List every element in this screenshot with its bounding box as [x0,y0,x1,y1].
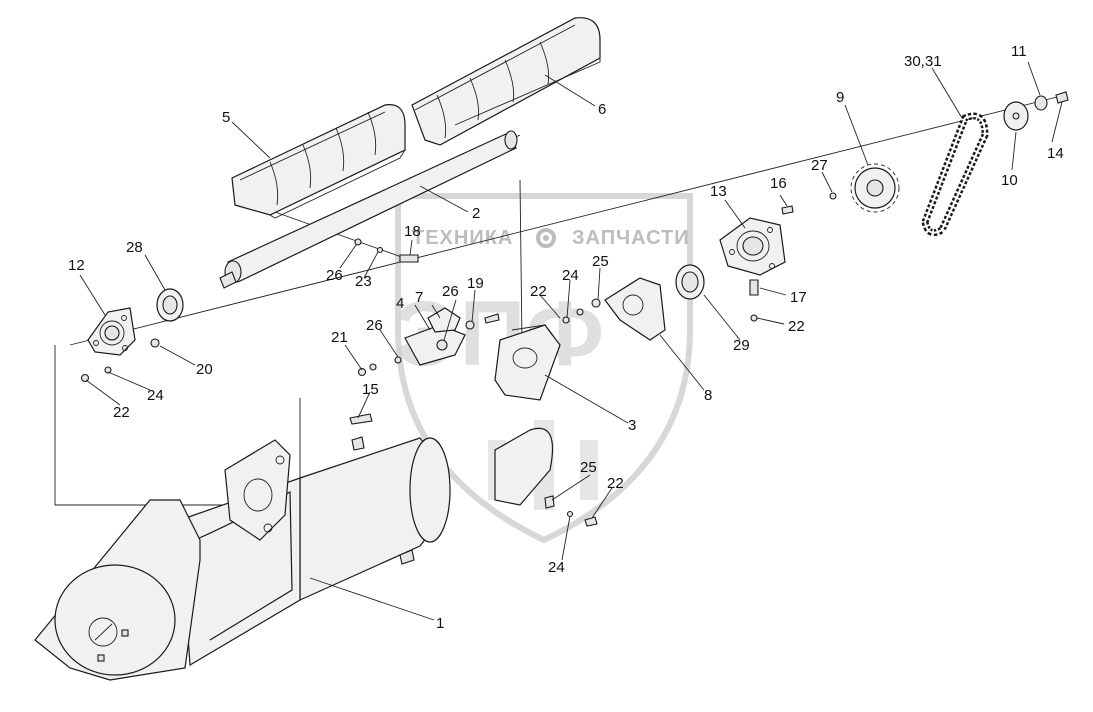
callout-27: 27 [811,157,828,174]
callout-22-mid: 22 [530,283,547,300]
watermark-left-word: ТЕХНИКА [412,227,513,249]
callout-20: 20 [196,361,213,378]
callout-6: 6 [598,101,606,118]
callout-22-left: 22 [113,404,130,421]
callout-23: 23 [355,273,372,290]
callout-1: 1 [436,615,444,632]
support-plate [494,324,561,401]
auger-housing [34,427,598,681]
callout-2: 2 [472,205,480,222]
callout-21: 21 [331,329,348,346]
callout-26-right: 26 [442,283,459,300]
upper-auger-cover [411,17,601,146]
callout-8: 8 [704,387,712,404]
callout-15: 15 [362,381,379,398]
right-bracket [562,277,666,341]
callout-30-31: 30,31 [904,53,942,70]
callout-13: 13 [710,183,727,200]
gear-icon [536,228,556,248]
callout-5: 5 [222,109,230,126]
callout-26-mid: 26 [366,317,383,334]
callout-29: 29 [733,337,750,354]
callout-25-upper: 25 [592,253,609,270]
auger-shaft [219,130,518,289]
callout-22-right: 22 [788,318,805,335]
leader-lines [79,61,1063,621]
callout-labels: 1 2 3 4 5 6 7 8 9 10 11 12 13 14 15 16 1… [68,43,1064,632]
callout-16: 16 [770,175,787,192]
callout-4: 4 [396,295,404,312]
callout-14: 14 [1047,145,1064,162]
callout-11: 11 [1011,43,1027,60]
callout-24-left: 24 [147,387,164,404]
callout-17: 17 [790,289,807,306]
left-bearing [156,288,184,322]
watermark-right-word: ЗАПЧАСТИ [572,227,690,249]
callout-26-left: 26 [326,267,343,284]
sprocket [829,163,900,213]
callout-10: 10 [1001,172,1018,189]
callout-22-lower: 22 [607,475,624,492]
drive-chain [921,112,989,237]
lower-auger-cover [231,104,407,219]
callout-24-mid: 24 [562,267,579,284]
right-flange [719,205,794,322]
callout-25-lower: 25 [580,459,597,476]
callout-24-lower: 24 [548,559,565,576]
left-flange [87,307,136,356]
callout-7: 7 [415,289,423,306]
callout-3: 3 [628,417,636,434]
callout-19: 19 [467,275,484,292]
left-hardware [80,238,419,425]
callout-28: 28 [126,239,143,256]
callout-12: 12 [68,257,85,274]
end-washer-and-bolt [1003,91,1069,131]
callout-9: 9 [836,89,844,106]
right-bearing [675,264,705,300]
callout-18: 18 [404,223,421,240]
